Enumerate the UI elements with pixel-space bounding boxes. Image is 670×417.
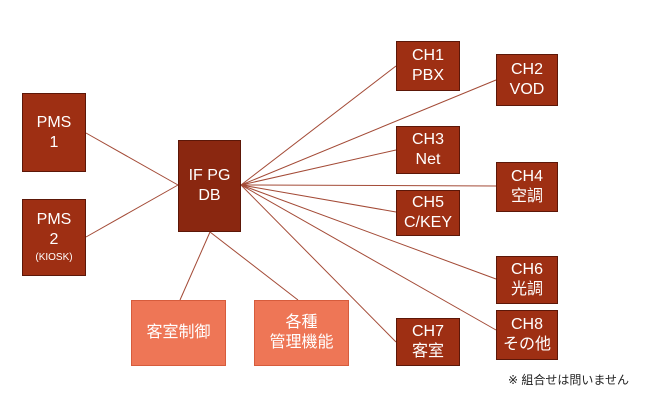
node-ch8: CH8 その他 [496,310,558,360]
node-hub: IF PG DB [178,140,241,232]
node-ch1: CH1 PBX [396,41,460,91]
link-ch5 [240,184,397,213]
node-ch6: CH6 光調 [496,256,558,304]
node-ch1-line2: PBX [411,67,444,84]
node-pms1-line1: PMS [36,113,72,131]
node-management-line2: 管理機能 [269,334,334,351]
node-ch4-line1: CH4 [510,168,543,185]
node-ch5-line1: CH5 [411,194,444,211]
node-hub-line2: DB [198,187,221,204]
link-ch8 [240,184,497,331]
node-ch5: CH5 C/KEY [396,190,460,236]
node-management-line1: 各種 [285,314,318,331]
node-ch4-line2: 空調 [510,188,543,205]
node-ch2-line1: CH2 [510,61,543,78]
link-ch4 [240,184,497,187]
node-hub-line1: IF PG [188,167,231,184]
node-ch6-line1: CH6 [510,261,543,278]
link-ch3 [240,149,397,186]
link-management [209,231,299,301]
node-pms2-line1: PMS [36,211,72,229]
node-ch8-line1: CH8 [510,316,543,333]
node-ch7: CH7 客室 [396,318,460,366]
node-pms1: PMS 1 [22,93,86,172]
node-pms1-line2: 1 [49,133,59,151]
node-pms2-line2: 2 [49,231,59,249]
node-ch3: CH3 Net [396,126,460,174]
node-pms2: PMS 2 (KIOSK) [22,199,86,276]
node-ch7-line2: 客室 [411,343,444,360]
link-ch2 [240,79,497,186]
footnote: ※ 組合せは問いません [508,373,630,387]
node-ch7-line1: CH7 [411,323,444,340]
node-ch2-line2: VOD [509,81,545,98]
node-room-control: 客室制御 [131,300,226,366]
node-ch6-line2: 光調 [510,281,543,298]
node-ch3-line1: CH3 [411,131,444,148]
node-ch8-line2: その他 [502,336,551,353]
link-ch1 [240,65,397,186]
node-management: 各種 管理機能 [254,300,349,366]
node-ch3-line2: Net [415,151,441,168]
node-room-control-line1: 客室制御 [146,324,211,341]
node-ch1-line1: CH1 [411,47,444,64]
link-ch6 [240,184,497,280]
node-pms2-sub: (KIOSK) [35,252,73,264]
node-ch5-line2: C/KEY [403,214,452,231]
node-ch4: CH4 空調 [496,162,558,212]
node-ch2: CH2 VOD [496,54,558,106]
link-pms2 [85,184,179,238]
link-ch7 [240,184,397,343]
link-room-control [179,231,211,301]
link-pms1 [85,132,179,186]
